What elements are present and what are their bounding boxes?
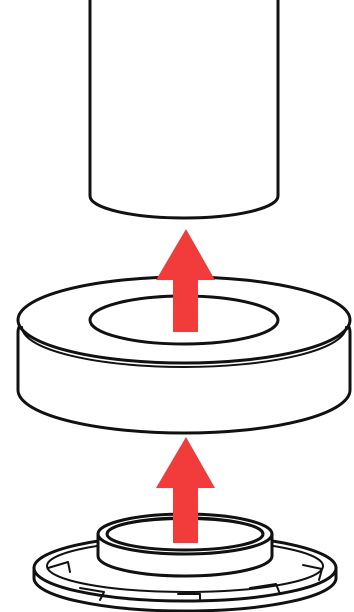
upper-cylinder [90,0,278,218]
